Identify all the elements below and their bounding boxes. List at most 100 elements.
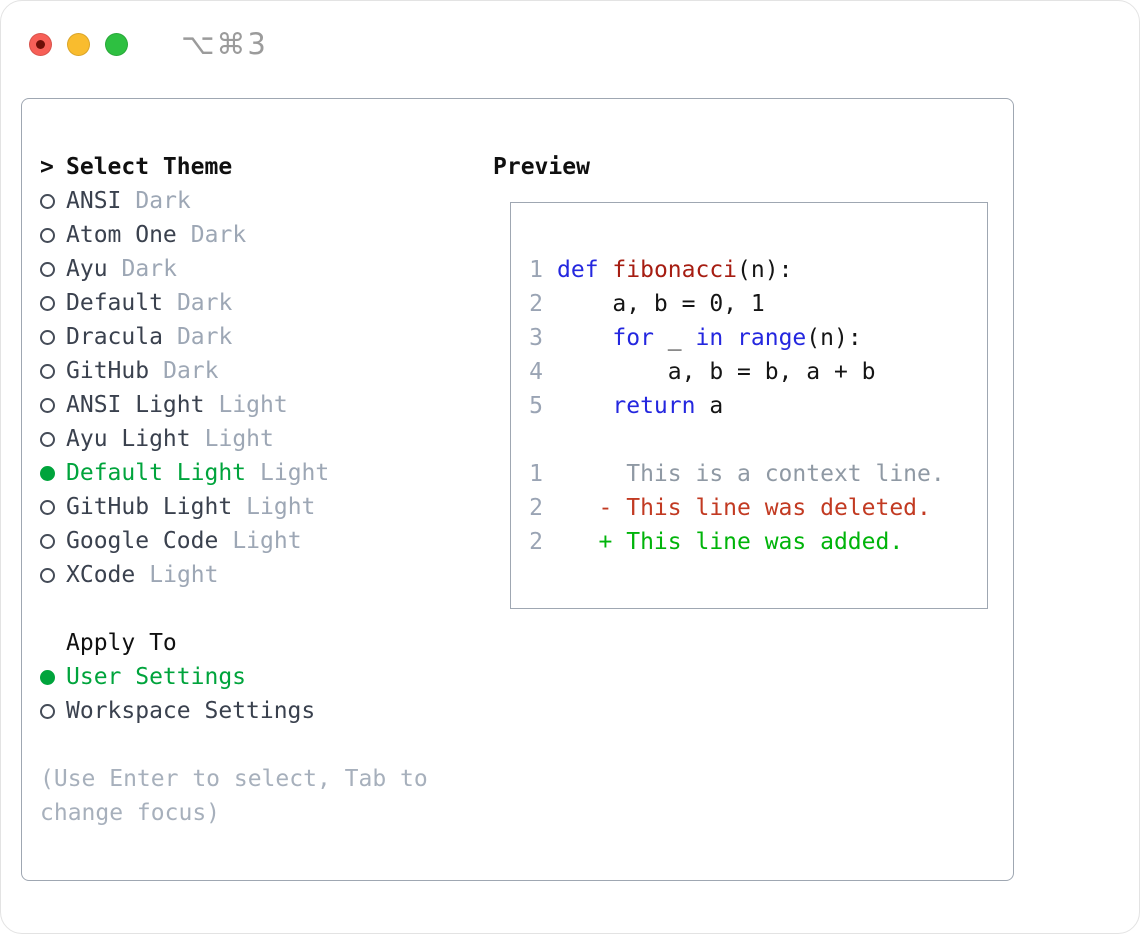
code-text: return a [557, 389, 723, 423]
line-number: 5 [529, 393, 543, 419]
maximize-button[interactable] [105, 32, 128, 56]
code-span [599, 257, 613, 283]
radio-selected-icon [40, 465, 55, 481]
code-span [557, 325, 612, 351]
theme-variant-tag: Light [260, 460, 330, 486]
radio-icon [40, 533, 55, 549]
close-button[interactable] [29, 32, 52, 56]
radio-icon [40, 363, 55, 379]
code-span: def [557, 257, 599, 283]
theme-option[interactable]: XCode Light [40, 558, 455, 592]
apply-to-title-row: Apply To [40, 626, 455, 660]
theme-option[interactable]: ANSI Dark [40, 184, 455, 218]
code-span: for [612, 325, 654, 351]
radio-icon [40, 261, 55, 277]
code-line: 5 return a [529, 389, 977, 423]
radio-icon [40, 193, 55, 209]
theme-option[interactable]: Dracula Dark [40, 320, 455, 354]
diff-block: 1 This is a context line. 2 - This line w… [529, 457, 977, 559]
code-span [723, 325, 737, 351]
spacer [529, 423, 977, 457]
theme-variant-tag: Dark [135, 188, 191, 214]
code-text: This is a context line. [557, 457, 945, 491]
radio-icon [40, 295, 55, 311]
apply-to-option[interactable]: User Settings [40, 660, 455, 694]
theme-option[interactable]: Default Dark [40, 286, 455, 320]
diff-line: 1 This is a context line. [529, 457, 977, 491]
radio-icon [40, 329, 55, 345]
code-span: - This line was deleted. [557, 495, 931, 521]
theme-variant-tag: Light [204, 426, 274, 452]
theme-name: Dracula [66, 324, 163, 350]
code-line: 1 def fibonacci(n): [529, 253, 977, 287]
line-number: 1 [529, 461, 543, 487]
code-span: fibonacci [612, 257, 738, 283]
code-span: in [695, 325, 724, 351]
theme-option[interactable]: Ayu Light Light [40, 422, 455, 456]
theme-option[interactable]: Default Light Light [40, 456, 455, 490]
spacer [40, 728, 455, 762]
theme-option[interactable]: GitHub Light Light [40, 490, 455, 524]
radio-icon [40, 227, 55, 243]
panel-title: Select Theme [66, 154, 233, 180]
line-number: 1 [529, 257, 543, 283]
code-line: 2 a, b = 0, 1 [529, 287, 977, 321]
theme-name: Ayu Light [66, 426, 191, 452]
code-span: a [695, 393, 724, 419]
theme-name: ANSI [66, 188, 122, 214]
code-text: a, b = b, a + b [557, 355, 876, 389]
diff-line: 2 + This line was added. [529, 525, 977, 559]
theme-variant-tag: Light [218, 392, 288, 418]
radio-icon [40, 567, 55, 583]
theme-name: GitHub Light [66, 494, 233, 520]
theme-name: Google Code [66, 528, 219, 554]
theme-variant-tag: Light [149, 562, 219, 588]
radio-icon [40, 397, 55, 413]
radio-icon [40, 431, 55, 447]
theme-name: Atom One [66, 222, 177, 248]
theme-name: Default [66, 290, 163, 316]
unsaved-changes-dot-icon [36, 39, 45, 49]
code-line: 4 a, b = b, a + b [529, 355, 977, 389]
line-number: 3 [529, 325, 543, 351]
theme-option[interactable]: Google Code Light [40, 524, 455, 558]
theme-variant-tag: Dark [176, 324, 233, 350]
titlebar: ⌥⌘3 [29, 27, 268, 61]
theme-name: Ayu [66, 256, 108, 282]
code-text: a, b = 0, 1 [557, 287, 765, 321]
theme-name: XCode [66, 562, 136, 588]
theme-variant-tag: Light [232, 528, 302, 554]
code-span: + This line was added. [557, 529, 904, 555]
theme-variant-tag: Dark [163, 358, 219, 384]
code-text: def fibonacci(n): [557, 253, 792, 287]
theme-variant-tag: Light [246, 494, 316, 520]
keyboard-hint: (Use Enter to select, Tab to change focu… [40, 766, 428, 826]
window-shortcut-label: ⌥⌘3 [181, 27, 268, 61]
code-text: + This line was added. [557, 525, 904, 559]
radio-selected-icon [40, 669, 55, 685]
apply-to-title: Apply To [66, 630, 177, 656]
preview-title: Preview [493, 154, 590, 180]
theme-variant-tag: Dark [176, 290, 233, 316]
minimize-button[interactable] [67, 32, 90, 56]
code-span: (n): [737, 257, 793, 283]
code-span: (n): [806, 325, 862, 351]
theme-name: Default Light [66, 460, 247, 486]
code-span: _ [653, 325, 696, 351]
radio-icon [40, 703, 55, 719]
code-span: a, b = 0, 1 [557, 291, 765, 317]
theme-variant-tag: Dark [121, 256, 177, 282]
apply-to-option[interactable]: Workspace Settings [40, 694, 455, 728]
theme-option[interactable]: Ayu Dark [40, 252, 455, 286]
line-number: 2 [529, 529, 543, 555]
code-span [557, 393, 612, 419]
radio-icon [40, 499, 55, 515]
